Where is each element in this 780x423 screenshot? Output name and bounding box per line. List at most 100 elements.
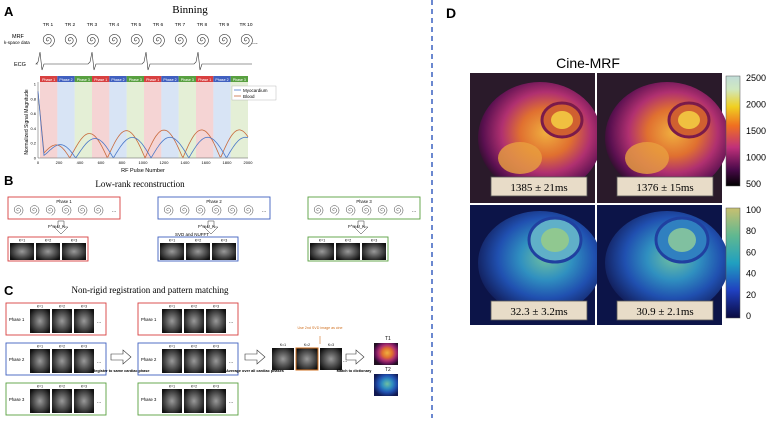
stack-ellipsis: ... [97,399,101,405]
phase-box-label: Phase 3 [356,199,372,204]
phase-header-label: Phase 2 [59,78,72,82]
panel-d-letter: D [446,5,456,21]
phase-header-label: Phase 2 [215,78,228,82]
kspace-spiral-icon [13,205,24,216]
y-tick-label: 0.4 [30,126,36,131]
tr-label: TR 4 [109,22,120,28]
mri-image [52,349,72,373]
phase-band [230,82,248,158]
small-t2-label: T2 [385,367,391,373]
phase-band [161,82,179,158]
x-tick-label: 600 [98,160,105,165]
t1-value-box-right [616,176,714,197]
x-tick-label: 1200 [160,160,170,165]
t1-tick: 2500 [746,73,766,83]
ecg-trace [35,51,252,71]
mri-image [74,349,94,373]
phase-band [109,82,127,158]
phase-header [109,76,127,82]
y-tick-label: 0 [34,156,37,161]
small-t1-map [374,343,398,365]
kspace-spiral-icon [61,205,72,216]
kspace-spiral-icon [86,34,99,47]
k-label: K=2 [345,239,352,243]
averaged-image [272,348,294,370]
kspace-spiral-icon [329,205,340,216]
phase-header-label: Phase 1 [198,78,211,82]
phase-stack-frame [137,382,239,416]
small-t2-map [374,374,398,396]
k-label: K=2 [59,385,65,389]
t2-value-box-right [616,300,714,321]
phase-header [57,76,75,82]
tr-label: TR 1 [43,22,54,28]
t2-tick: 20 [746,290,756,300]
k-label: K=3 [371,239,378,243]
phase-band [57,82,75,158]
mri-image [162,349,182,373]
mri-image [52,309,72,333]
panel-d-title: Cine-MRF [556,55,620,71]
kspace-spiral-icon [393,205,404,216]
phase-header [40,76,58,82]
legend-blood: Blood [243,94,255,99]
mri-image [162,389,182,413]
phase-stack-label: Phase 1 [141,317,157,322]
k-label: K=3 [81,385,87,389]
tr-label: TR 8 [197,22,208,28]
kspace-spiral-icon [64,34,77,47]
k-label: K=1 [169,385,175,389]
x-tick-label: 400 [77,160,84,165]
t1-tick: 2000 [746,100,766,110]
k-label: K=1 [280,343,286,347]
panel-c-letter: C [4,283,14,298]
box-ellipsis: ... [412,208,416,214]
phase-stack-frame [137,342,239,376]
panel-b: B Low-rank reconstruction Phase 1...F^H … [4,173,421,262]
t2-tick: 40 [746,269,756,279]
x-tick-label: 1600 [202,160,212,165]
nufft-operator: F^H U_K [198,224,215,229]
phase-band [40,82,58,158]
t2-map-left [470,205,602,325]
k-label: K=1 [169,345,175,349]
k-label: K=1 [19,239,26,243]
panel-a-title: Binning [172,4,208,16]
mri-image [30,389,50,413]
mri-image [52,389,72,413]
panel-c: C Non-rigid registration and pattern mat… [4,283,398,416]
ecg-label: ECG [14,62,26,68]
avg-ellipsis: ... [343,358,347,364]
phase-stack-frame [5,302,107,336]
tr-label: TR 9 [219,22,230,28]
mri-image [186,243,210,260]
mri-image [310,243,334,260]
phase-band [196,82,214,158]
tr-label: TR 7 [175,22,186,28]
register-arrow [110,349,132,365]
box-ellipsis: ... [112,208,116,214]
phase-stack-label: Phase 3 [141,397,157,402]
average-label: Average over all cardiac phases [226,369,284,373]
image-row-frame [157,236,239,262]
k-label: K=1 [319,239,326,243]
mri-image [184,389,204,413]
k-label: K=1 [169,305,175,309]
t2-value-right: 30.9 ± 2.1ms [636,306,693,318]
k-label: K=2 [195,239,202,243]
kspace-spiral-icon [108,34,121,47]
k-label: K=3 [81,345,87,349]
y-tick-label: 0.6 [30,111,36,116]
k-label: K=3 [81,305,87,309]
phase-stack-frame [5,382,107,416]
down-arrow [53,220,69,235]
kspace-spiral-icon [240,34,253,47]
phase-header-label: Phase 2 [111,78,124,82]
